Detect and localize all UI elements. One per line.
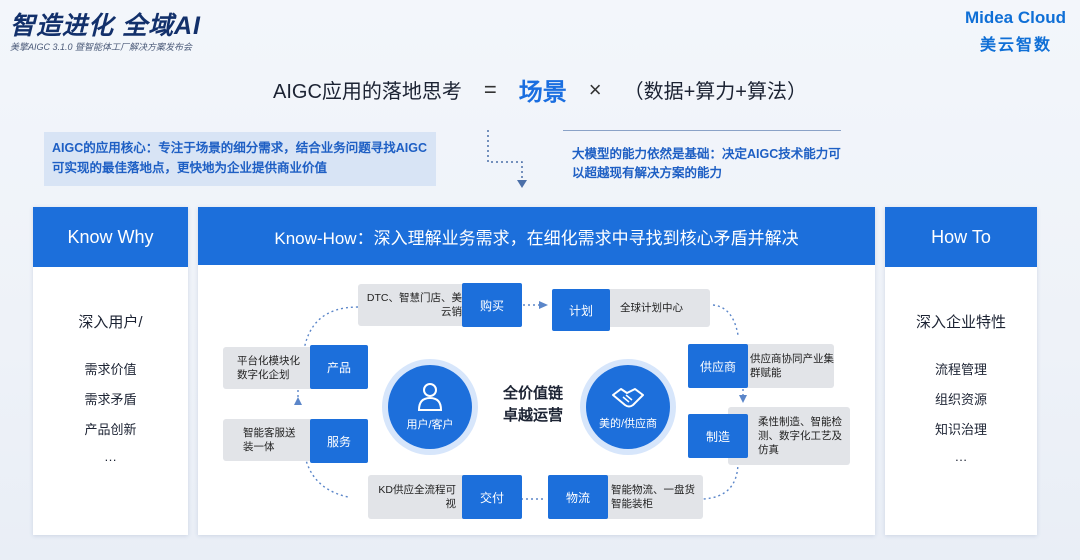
know-why-item: … bbox=[104, 449, 117, 464]
how-to-item: 组织资源 bbox=[934, 392, 987, 407]
know-why-panel: Know Why 深入用户/ 需求价值 需求矛盾 产品创新 … bbox=[33, 207, 188, 535]
know-why-title: 深入用户/ bbox=[78, 314, 143, 331]
know-why-item: 需求价值 bbox=[84, 362, 137, 377]
node-delivery: 交付 bbox=[462, 475, 522, 519]
event-title: 智造进化 全域AI bbox=[10, 12, 201, 40]
know-how-header: Know-How：深入理解业务需求，在细化需求中寻找到核心矛盾并解决 bbox=[198, 207, 875, 265]
box-manufacture: 柔性制造、智能检测、数字化工艺及仿真 bbox=[728, 407, 850, 465]
event-subtitle: 美擎AIGC 3.1.0 暨智能体工厂解决方案发布会 bbox=[10, 42, 193, 52]
circle-midea-supplier: 美的/供应商 bbox=[586, 365, 670, 449]
how-to-item: … bbox=[954, 449, 968, 464]
formula-scene: 场景 bbox=[518, 79, 567, 106]
formula-left: AIGC应用的落地思考 bbox=[273, 81, 462, 103]
formula-right: （数据+算力+算法） bbox=[623, 81, 807, 103]
box-buy: DTC、智慧门店、美云销 bbox=[358, 284, 478, 326]
node-supplier: 供应商 bbox=[688, 344, 748, 388]
user-icon bbox=[417, 383, 443, 411]
center-line-1: 全价值链 bbox=[502, 385, 563, 402]
circle-user-label: 用户/客户 bbox=[406, 419, 454, 431]
know-why-item: 产品创新 bbox=[84, 422, 137, 437]
formula-line: AIGC应用的落地思考 = 场景 × （数据+算力+算法） bbox=[0, 72, 1080, 107]
note-model-capability: 大模型的能力依然是基础：决定AIGC技术能力可以超越现有解决方案的能力 bbox=[572, 147, 841, 180]
how-to-item: 流程管理 bbox=[934, 362, 987, 377]
center-line-2: 卓越运营 bbox=[502, 407, 563, 424]
circle-supplier-label: 美的/供应商 bbox=[598, 418, 658, 430]
how-to-item: 知识治理 bbox=[934, 422, 987, 437]
value-chain-center: 全价值链 卓越运营 bbox=[488, 383, 578, 427]
know-how-panel: Know-How：深入理解业务需求，在细化需求中寻找到核心矛盾并解决 DTC、智… bbox=[198, 207, 875, 535]
note-divider bbox=[563, 130, 841, 131]
formula-equals: = bbox=[483, 76, 497, 102]
node-manufacture: 制造 bbox=[688, 414, 748, 458]
node-product: 产品 bbox=[310, 345, 368, 389]
dotted-arrow bbox=[487, 130, 527, 188]
circle-user-customer: 用户/客户 bbox=[388, 365, 472, 449]
how-to-header: How To bbox=[885, 207, 1037, 267]
handshake-icon bbox=[612, 388, 644, 408]
how-to-title: 深入企业特性 bbox=[915, 314, 1006, 331]
node-buy: 购买 bbox=[462, 283, 522, 327]
midea-cloud-logo: Midea Cloud bbox=[964, 8, 1066, 27]
know-why-item: 需求矛盾 bbox=[84, 392, 137, 407]
how-to-panel: How To 深入企业特性 流程管理 组织资源 知识治理 … bbox=[885, 207, 1037, 535]
midea-cloud-logo-cn: 美云智数 bbox=[979, 37, 1052, 54]
node-plan: 计划 bbox=[552, 289, 610, 331]
note-application-core: AIGC的应用核心：专注于场景的细分需求，结合业务问题寻找AIGC可实现的最佳落… bbox=[44, 132, 436, 186]
node-logistics: 物流 bbox=[548, 475, 608, 519]
node-service: 服务 bbox=[310, 419, 368, 463]
box-delivery: KD供应全流程可视 bbox=[368, 475, 478, 519]
formula-times: × bbox=[588, 76, 602, 102]
know-why-header: Know Why bbox=[33, 207, 188, 267]
